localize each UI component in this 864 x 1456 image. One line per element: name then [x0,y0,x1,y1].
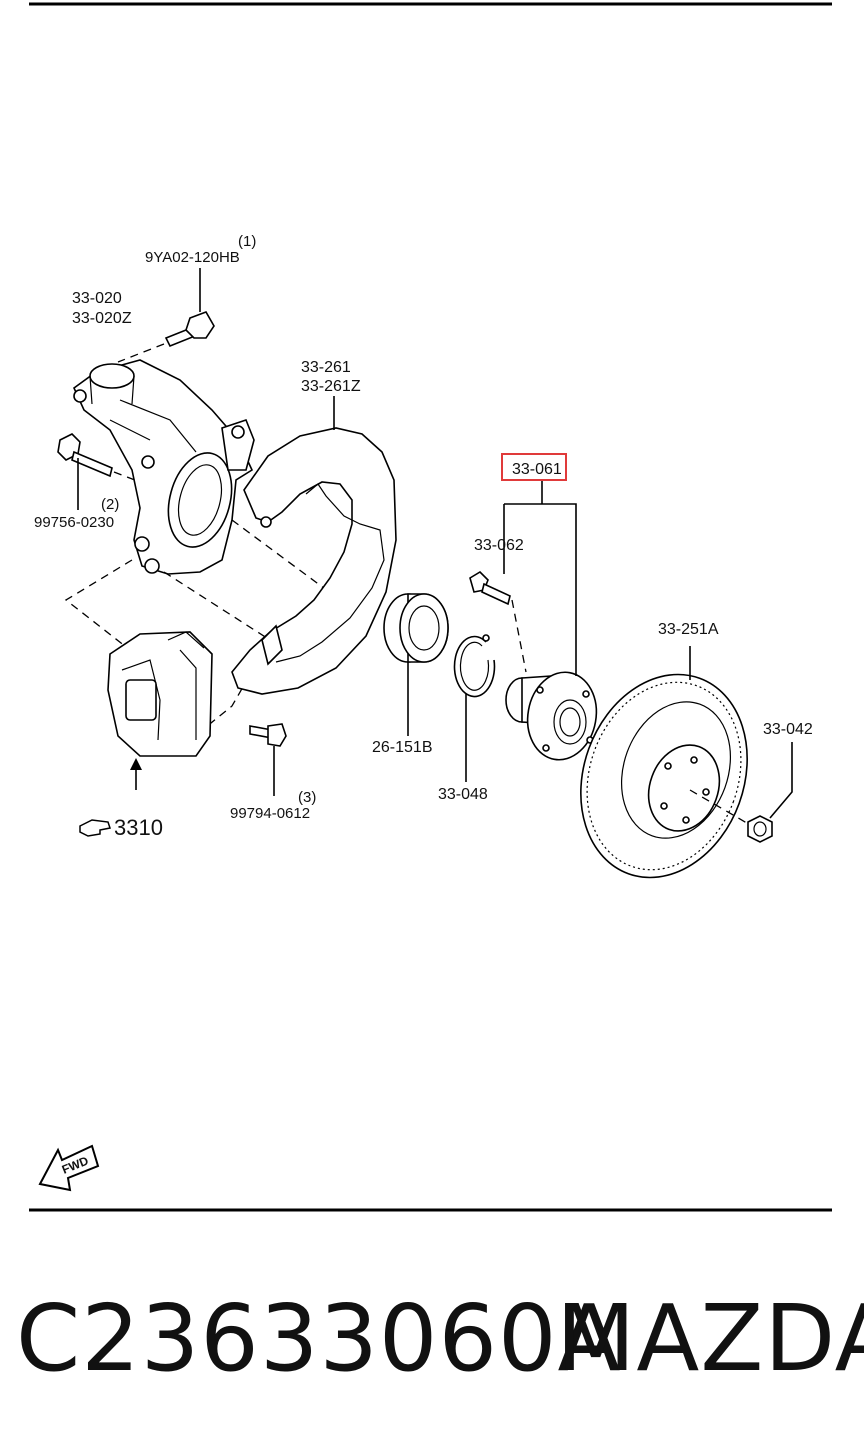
label-hub-bolt: 33-062 [474,537,524,554]
hub-bolt [469,570,527,673]
bolt-top-qty: (1) [238,233,256,250]
bottom-bolt [249,723,287,796]
hub-nut [747,742,793,843]
label-shield-b: 33-261Z [301,378,361,395]
label-knuckle-a: 33-020 [72,290,122,307]
bolt-bottom-qty: (3) [298,789,316,806]
steering-knuckle [73,359,255,575]
left-bolt [57,433,141,510]
caliper-mount-line-a [64,559,133,651]
dust-shield [231,396,397,695]
fwd-arrow-icon: FWD [38,1144,100,1192]
label-snap-ring: 33-048 [438,786,488,803]
wheel-bearing [383,593,449,736]
label-bolt-left: 99756-0230 [34,514,114,531]
label-bearing: 26-151B [372,739,433,756]
label-bolt-bottom: 99794-0612 [230,805,310,822]
brake-disc [580,646,753,879]
label-hub-assembly: 33-061 [512,461,562,478]
pointing-hand-icon [79,819,111,837]
highlight-box [501,453,567,481]
label-bolt-top: 9YA02-120HB [145,249,240,266]
part-number: C23633060A [16,1285,621,1392]
shield-mount-line [231,519,341,601]
label-nut: 33-042 [763,721,813,738]
label-shield-a: 33-261 [301,359,351,376]
label-knuckle-b: 33-020Z [72,310,132,327]
top-bolt [117,268,215,363]
bolt-left-qty: (2) [101,496,119,513]
hub-assembly-bracket [503,480,577,676]
caliper-reference: 3310 [114,815,163,840]
label-disc: 33-251A [658,621,719,638]
brand-name: MAZDA [556,1285,864,1392]
brake-caliper [107,631,213,790]
snap-ring [453,634,496,782]
